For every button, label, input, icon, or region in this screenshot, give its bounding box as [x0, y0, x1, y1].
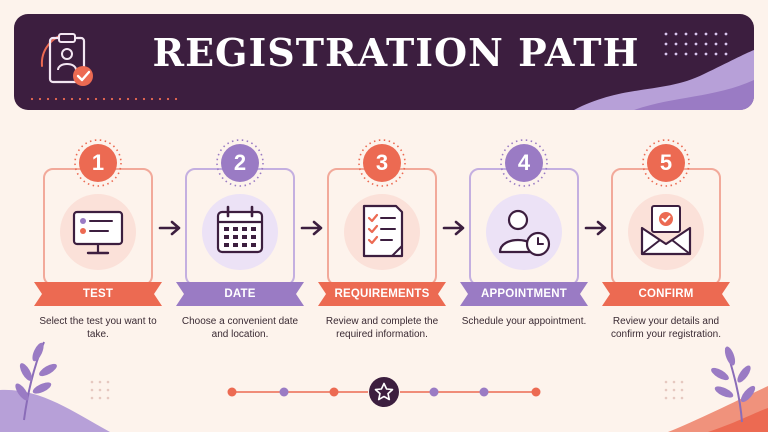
calendar-icon — [216, 205, 264, 254]
page-title: REGISTRATION PATH — [152, 30, 640, 75]
arrow-right-icon — [300, 220, 323, 236]
leaf-decoration-right — [664, 346, 768, 432]
step-description: Review and complete the required informa… — [325, 316, 439, 340]
step-description: Choose a convenient date and location. — [181, 316, 299, 340]
banner-wave-decoration — [574, 50, 754, 110]
step-3: 3 REQUIREMENTS Review and complete the r… — [318, 134, 446, 340]
step-label: TEST — [82, 288, 114, 300]
progress-line — [227, 377, 541, 407]
progress-dot — [479, 387, 489, 397]
step-label: DATE — [224, 288, 256, 300]
progress-dot — [531, 387, 541, 397]
step-1: 1 TEST Select the test you want to take. — [34, 134, 162, 340]
step-number: 3 — [363, 144, 401, 182]
arrow-right-icon — [158, 220, 181, 236]
step-number: 5 — [647, 144, 685, 182]
number-ring-decoration — [642, 139, 690, 187]
step-label: REQUIREMENTS — [334, 288, 430, 300]
label-ribbon — [318, 282, 446, 306]
step-description: Select the test you want to take. — [39, 316, 157, 340]
label-ribbon — [176, 282, 304, 306]
label-ribbon — [34, 282, 162, 306]
step-number: 1 — [79, 144, 117, 182]
step-number: 4 — [505, 144, 543, 182]
leaf-decoration-left — [0, 341, 110, 432]
clipboard-check-icon — [40, 33, 93, 86]
step-description: Schedule your appointment. — [461, 316, 587, 327]
progress-dot — [329, 387, 339, 397]
number-ring-decoration — [216, 139, 264, 187]
step-4: 4 APPOINTMENT Schedule your appointment. — [460, 134, 588, 334]
step-2: 2 DATE Choose a convenient date and loca… — [176, 134, 304, 340]
star-badge — [369, 377, 399, 407]
dot-grid-decoration — [664, 32, 728, 56]
user-clock-icon — [498, 209, 551, 257]
progress-dot — [227, 387, 237, 397]
envelope-check-icon — [640, 205, 692, 256]
progress-dot — [429, 387, 439, 397]
step-label: CONFIRM — [638, 288, 694, 300]
label-ribbon — [602, 282, 730, 306]
header-banner — [14, 14, 754, 110]
star-icon — [374, 382, 394, 401]
step-label: APPOINTMENT — [481, 288, 567, 300]
progress-dot — [279, 387, 289, 397]
step-5: 5 CONFIRM Review your details and confir… — [602, 134, 730, 340]
label-ribbon — [460, 282, 588, 306]
checklist-icon — [362, 204, 404, 258]
computer-form-icon — [72, 210, 124, 255]
step-number: 2 — [221, 144, 259, 182]
arrow-right-icon — [584, 220, 607, 236]
icon-background — [486, 194, 562, 270]
step-description: Review your details and confirm your reg… — [610, 316, 722, 340]
number-ring-decoration — [500, 139, 548, 187]
dotted-line-decoration — [30, 97, 178, 101]
number-ring-decoration — [358, 139, 406, 187]
number-ring-decoration — [74, 139, 122, 187]
arrow-right-icon — [442, 220, 465, 236]
